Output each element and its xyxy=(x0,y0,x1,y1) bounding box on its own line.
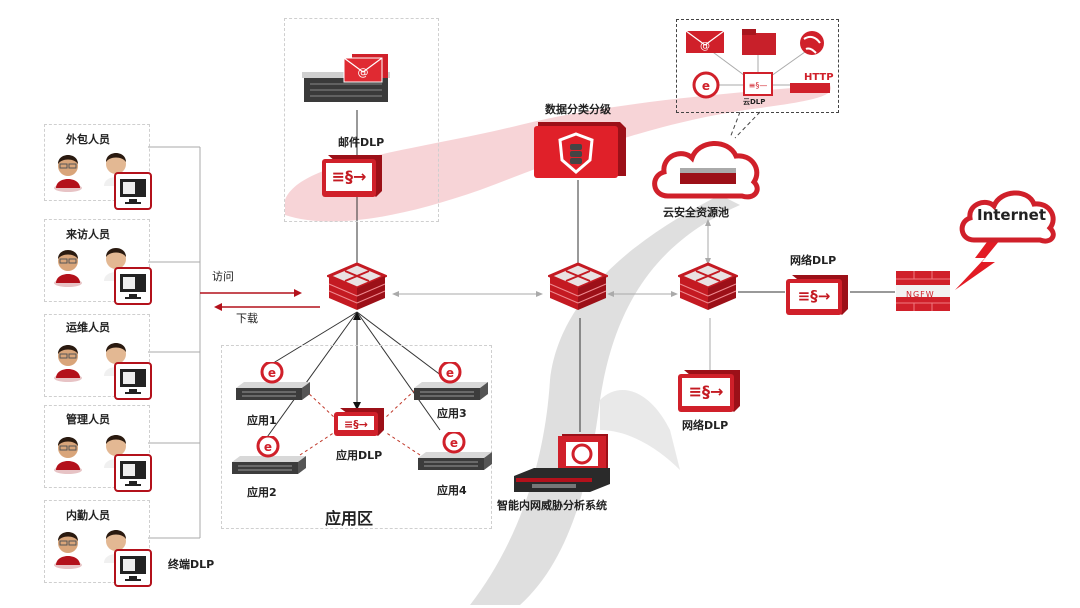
staff-avatar-icon xyxy=(54,345,82,382)
cloud-dlp-icon: ≡§— xyxy=(743,72,773,96)
terminal-dlp-icon xyxy=(114,362,152,400)
user-group-ops xyxy=(44,314,150,397)
staff-avatar-icon xyxy=(54,155,82,192)
core-switch-icon xyxy=(678,262,738,310)
threat-analysis-icon xyxy=(514,434,610,492)
user-group-label: 来访人员 xyxy=(66,228,110,241)
app-server-icon: e xyxy=(418,432,492,470)
staff-avatar-icon xyxy=(54,437,82,474)
cloud-dlp-label: 云DLP xyxy=(743,98,766,106)
user-tree-lines xyxy=(148,146,201,539)
access-arrows xyxy=(200,289,320,311)
threat-analysis-label: 智能内网威胁分析系统 xyxy=(497,499,607,512)
app-label: 应用2 xyxy=(247,486,277,499)
internet-cloud-icon xyxy=(959,190,1056,244)
globe-icon xyxy=(800,31,824,55)
staff-avatar-icon xyxy=(54,250,82,287)
svg-text:e: e xyxy=(446,366,454,380)
core-links xyxy=(395,222,709,295)
cloud-popup-content: @ e ≡§— xyxy=(685,29,830,99)
svg-text:≡§→: ≡§→ xyxy=(344,418,368,431)
visit-label: 访问 xyxy=(212,270,234,283)
terminal-dlp-icon xyxy=(114,267,152,305)
svg-text:@: @ xyxy=(358,66,369,79)
internet-label: Internet xyxy=(977,206,1047,224)
browser-icon: e xyxy=(692,71,720,99)
svg-text:≡§→: ≡§→ xyxy=(332,167,367,186)
user-group-label: 内勤人员 xyxy=(66,509,110,522)
app-fan-lines xyxy=(264,311,451,441)
cloud-pool-icon xyxy=(652,141,760,200)
gray-band-tail xyxy=(600,390,680,470)
app-label: 应用1 xyxy=(247,414,277,427)
terminal-dlp-icon xyxy=(114,549,152,587)
terminal-dlp-label: 终端DLP xyxy=(168,558,215,571)
app-server-icon: e xyxy=(414,362,488,400)
network-dlp-icon: ≡§→ xyxy=(678,370,740,412)
cloud-popup xyxy=(676,19,839,113)
terminal-dlp-icon xyxy=(114,172,152,210)
svg-text:≡§→: ≡§→ xyxy=(689,382,724,401)
terminal-dlp-icon xyxy=(114,454,152,492)
svg-text:≡§—: ≡§— xyxy=(749,81,768,90)
app-dlp-label: 应用DLP xyxy=(336,449,383,462)
user-group-office xyxy=(44,500,150,583)
firewall-icon xyxy=(896,271,950,311)
network-dlp-label: 网络DLP xyxy=(790,254,837,267)
firewall-label: NGFW xyxy=(906,290,935,299)
user-group-label: 运维人员 xyxy=(66,321,110,334)
mail-server-icon: @ xyxy=(302,54,390,102)
network-dlp-label: 网络DLP xyxy=(682,419,729,432)
svg-text:e: e xyxy=(450,436,458,450)
mail-icon: @ xyxy=(685,30,725,53)
data-classification-label: 数据分类分级 xyxy=(545,103,611,116)
user-group-outsourced xyxy=(44,124,150,201)
app-zone xyxy=(221,345,492,529)
svg-text:e: e xyxy=(264,440,272,454)
network-dlp-icon: ≡§→ xyxy=(786,275,848,315)
mail-dlp-icon: ≡§→ xyxy=(322,155,382,197)
lightning-icon xyxy=(955,238,1000,290)
svg-text:≡§→: ≡§→ xyxy=(798,287,831,305)
app-dlp-icon: ≡§→ xyxy=(334,408,384,436)
svg-text:@: @ xyxy=(700,41,710,52)
app-server-icon: e xyxy=(232,436,306,474)
core-switch-icon xyxy=(327,262,387,310)
http-icon xyxy=(790,83,830,93)
gray-band xyxy=(470,195,740,605)
svg-text:e: e xyxy=(268,366,276,380)
core-switch-icon xyxy=(548,262,608,310)
folder-icon xyxy=(742,29,776,55)
staff-avatar-icon xyxy=(54,532,82,569)
svg-text:e: e xyxy=(702,79,710,93)
app-label: 应用4 xyxy=(437,484,467,497)
app-label: 应用3 xyxy=(437,407,467,420)
cloud-pool-label: 云安全资源池 xyxy=(663,206,729,219)
app-dlp-dashed xyxy=(299,389,421,456)
cloud-callout xyxy=(729,111,761,139)
data-classification-icon xyxy=(534,122,626,178)
app-zone-title: 应用区 xyxy=(325,509,374,528)
mail-zone xyxy=(284,18,439,222)
http-label: HTTP xyxy=(804,72,834,83)
app-server-icon: e xyxy=(236,362,310,400)
user-group-visitor xyxy=(44,219,150,302)
user-group-label: 管理人员 xyxy=(66,413,110,426)
user-group-admin xyxy=(44,405,150,488)
download-label: 下载 xyxy=(236,312,258,325)
mail-dlp-label: 邮件DLP xyxy=(338,136,385,149)
user-group-label: 外包人员 xyxy=(66,133,110,146)
